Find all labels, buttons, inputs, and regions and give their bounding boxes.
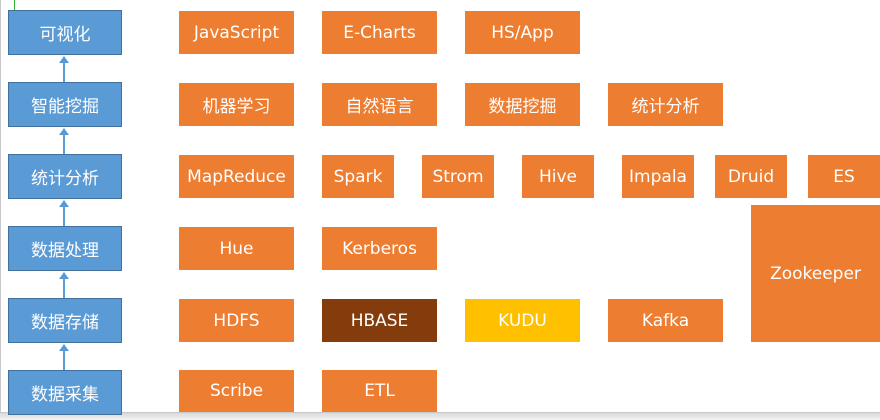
tool-hs-app: HS/App <box>465 11 580 54</box>
tool-impala: Impala <box>622 155 694 198</box>
layer-visualization: 可视化 <box>8 10 122 55</box>
tool-hbase: HBASE <box>322 299 437 342</box>
tool-kafka: Kafka <box>608 299 723 342</box>
arrow-up-icon <box>59 344 69 370</box>
tool-etl: ETL <box>322 370 437 412</box>
tool-echarts: E-Charts <box>322 11 437 54</box>
tool-strom: Strom <box>422 155 494 198</box>
frame-left-border <box>0 0 1 412</box>
tool-es: ES <box>808 155 880 198</box>
tool-machine-learning: 机器学习 <box>179 83 294 126</box>
layer-data-storage: 数据存储 <box>8 298 122 343</box>
tool-natural-language: 自然语言 <box>322 83 437 126</box>
arrow-up-icon <box>59 200 69 226</box>
tool-scribe: Scribe <box>179 370 294 412</box>
tool-mapreduce: MapReduce <box>179 155 294 198</box>
frame-bottom-border <box>0 412 880 413</box>
text-cursor <box>14 0 15 10</box>
tool-statistical-analysis: 统计分析 <box>608 83 723 126</box>
arrow-up-icon <box>59 272 69 298</box>
tool-kerberos: Kerberos <box>322 227 437 270</box>
layer-data-processing: 数据处理 <box>8 226 122 271</box>
tool-spark: Spark <box>322 155 394 198</box>
tool-javascript: JavaScript <box>179 11 294 54</box>
layer-intelligent-mining: 智能挖掘 <box>8 82 122 127</box>
arrow-up-icon <box>59 56 69 82</box>
tool-zookeeper: Zookeeper <box>751 205 880 342</box>
layer-data-collection: 数据采集 <box>8 370 122 415</box>
arrow-up-icon <box>59 128 69 154</box>
tool-hive: Hive <box>522 155 594 198</box>
tool-data-mining: 数据挖掘 <box>465 83 580 126</box>
tool-kudu: KUDU <box>465 299 580 342</box>
tool-hue: Hue <box>179 227 294 270</box>
tool-druid: Druid <box>715 155 787 198</box>
frame-bottom-shadow <box>0 413 880 420</box>
layer-statistical-analysis: 统计分析 <box>8 154 122 199</box>
tool-hdfs: HDFS <box>179 299 294 342</box>
